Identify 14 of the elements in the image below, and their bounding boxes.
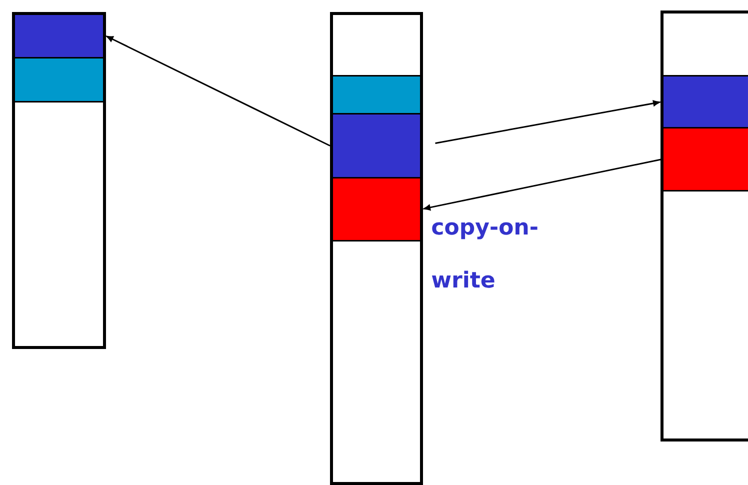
memory-block [330,113,422,178]
memory-block [662,75,748,128]
memory-block [330,177,422,242]
arrow [106,36,330,146]
memory-column [12,12,106,349]
memory-column [330,12,423,485]
memory-column [660,10,748,442]
arrow [435,100,660,144]
memory-block [12,57,104,102]
memory-block [12,12,104,58]
annotation-text: copy-on-write [432,222,538,288]
arrow [424,158,662,210]
memory-block [662,127,748,192]
memory-block [330,75,422,114]
